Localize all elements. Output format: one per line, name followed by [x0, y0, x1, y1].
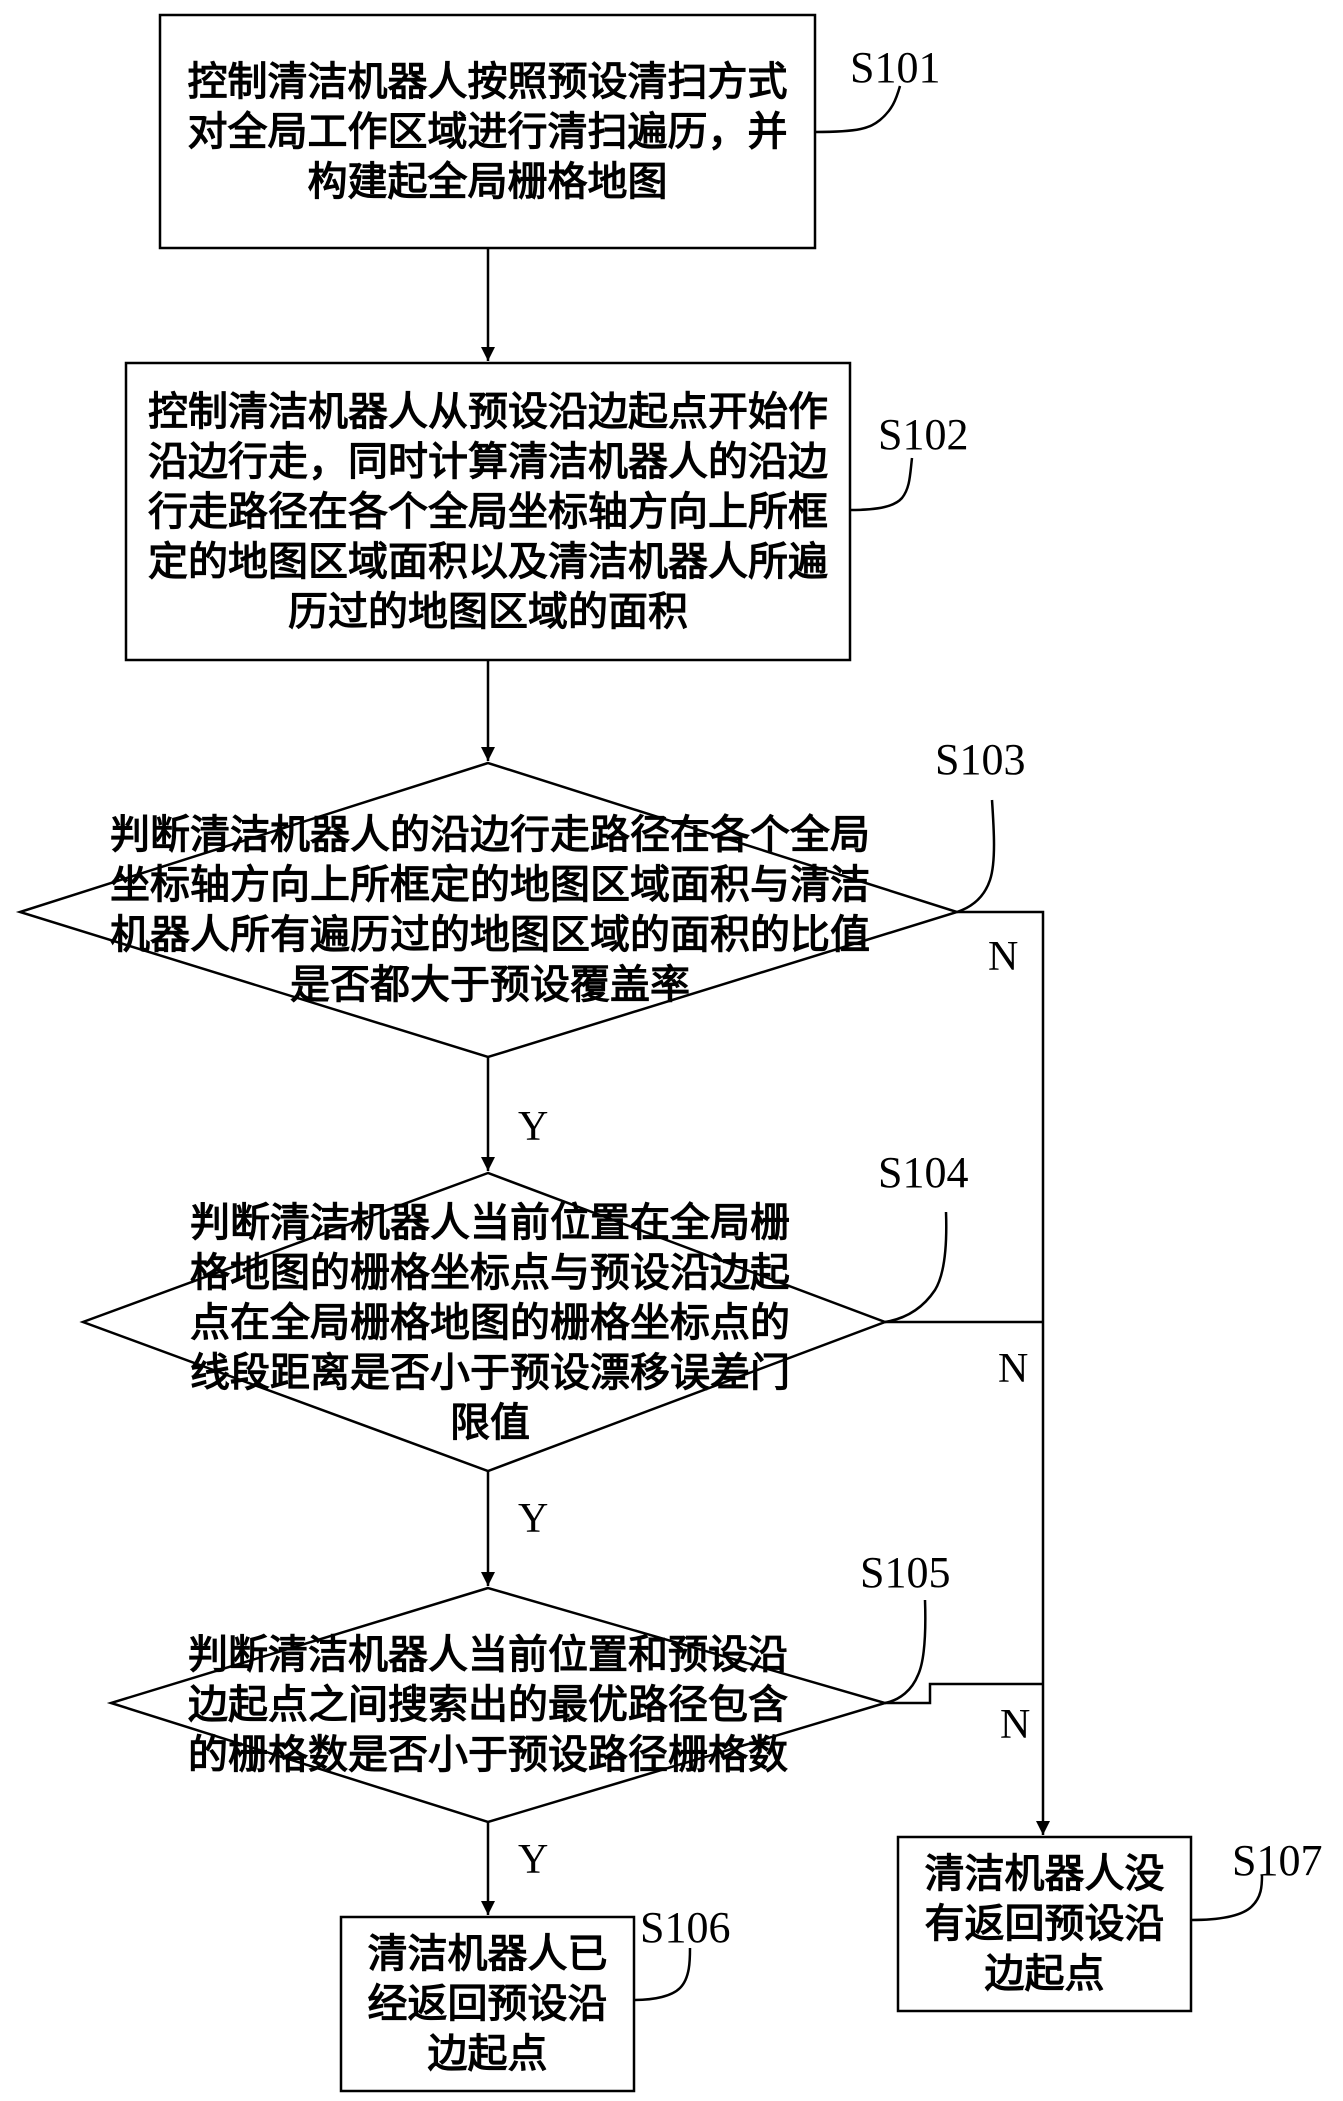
no-label-s104: N [998, 1346, 1029, 1392]
leader-s105 [884, 1599, 927, 1705]
label-s101: S101 [850, 43, 941, 92]
no-label-s105: N [1000, 1702, 1031, 1748]
leader-s106 [633, 1947, 692, 2002]
yes-label-s105: Y [518, 1837, 549, 1883]
s101-text: 控制清洁机器人按照预设清扫方式对全局工作区域进行清扫遍历，并构建起全局栅格地图 [187, 57, 788, 205]
label-s106: S106 [640, 1903, 731, 1952]
no-branch-s103 [957, 910, 1050, 1835]
s106-text: 清洁机器人已经返回预设沿边起点 [367, 1930, 608, 2077]
label-s107: S107 [1232, 1836, 1323, 1885]
leader-s102 [849, 457, 914, 512]
leader-s101 [814, 85, 902, 134]
label-s105: S105 [860, 1548, 951, 1597]
s104-text: 判断清洁机器人当前位置在全局栅格地图的栅格坐标点与预设沿边起点在全局栅格地图的栅… [190, 1198, 790, 1446]
s105-text: 判断清洁机器人当前位置和预设沿边起点之间搜索出的最优路径包含的栅格数是否小于预设… [188, 1631, 788, 1778]
label-s104: S104 [878, 1148, 969, 1197]
s102-text: 控制清洁机器人从预设沿边起点开始作沿边行走，同时计算清洁机器人的沿边行走路径在各… [148, 387, 828, 635]
label-s103: S103 [935, 735, 1026, 784]
leader-s103 [956, 799, 996, 914]
no-label-s103: N [988, 934, 1019, 980]
no-branch-s105 [885, 1682, 1043, 1705]
label-s102: S102 [878, 410, 969, 459]
s107-text: 清洁机器人没有返回预设沿边起点 [924, 1850, 1165, 1997]
s106-box [339, 1915, 636, 2093]
s103-text: 判断清洁机器人的沿边行走路径在各个全局坐标轴方向上所框定的地图区域面积与清洁机器… [110, 811, 870, 1008]
yes-label-s103: Y [518, 1104, 549, 1150]
leader-s107 [1190, 1874, 1264, 1922]
yes-label-s104: Y [518, 1496, 549, 1542]
s107-box [896, 1835, 1193, 2013]
leader-s104 [884, 1211, 948, 1324]
